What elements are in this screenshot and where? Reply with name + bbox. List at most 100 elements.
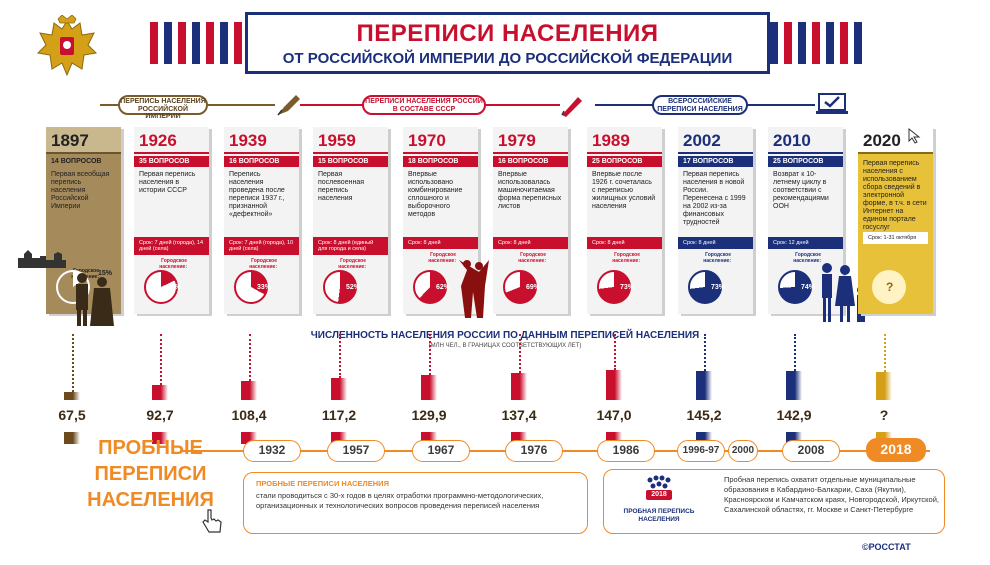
census-description: Первая перепись населения с использовани… bbox=[863, 160, 927, 231]
census-description: Первая перепись населения в истории СССР bbox=[139, 171, 196, 194]
urban-pie-value: 73% bbox=[711, 284, 726, 291]
trial-year-2008: 2008 bbox=[782, 440, 840, 462]
census-year: 1979 bbox=[493, 127, 568, 154]
census-year: 2020 bbox=[858, 127, 933, 154]
urban-pie-value: 18% bbox=[167, 284, 182, 291]
trial-year-1986: 1986 bbox=[597, 440, 655, 462]
urban-pie bbox=[872, 270, 906, 304]
urban-pie bbox=[323, 270, 357, 304]
urban-pie bbox=[503, 270, 537, 304]
header-stripe-left bbox=[150, 22, 245, 64]
era-label-russia: ВСЕРОССИЙСКИЕ ПЕРЕПИСИ НАСЕЛЕНИЯ bbox=[652, 95, 748, 115]
trial-year-1957: 1957 bbox=[327, 440, 385, 462]
urban-label: Городское население: bbox=[703, 252, 731, 264]
page-title: ПЕРЕПИСИ НАСЕЛЕНИЯ bbox=[356, 20, 659, 47]
population-bar bbox=[331, 378, 347, 400]
urban-pie-value: 74% bbox=[801, 284, 816, 291]
trial-year-1976: 1976 bbox=[505, 440, 563, 462]
old-town-icon bbox=[18, 250, 66, 268]
census-description: Первая перепись населения в новой России… bbox=[683, 171, 746, 226]
census-year: 1939 bbox=[224, 127, 299, 154]
trial-logo-caption: ПРОБНАЯ ПЕРЕПИСЬ НАСЕЛЕНИЯ bbox=[623, 508, 695, 523]
population-bar-stem bbox=[72, 334, 74, 392]
trial-panel-text: стали проводиться с 30-х годов в целях о… bbox=[256, 491, 544, 510]
population-bar bbox=[64, 392, 80, 400]
coat-of-arms-icon bbox=[36, 15, 98, 77]
census-description: Впервые использовано комбинирование спло… bbox=[408, 171, 463, 218]
population-bar-stem bbox=[339, 334, 341, 379]
census-year: 2002 bbox=[678, 127, 753, 154]
population-bar-stem bbox=[614, 334, 616, 371]
trial-2018-text: Пробная перепись охватит отдельные муниц… bbox=[724, 475, 939, 514]
census-description: Первая послевоенная перепись населения bbox=[318, 171, 365, 202]
census-card-2002: 2002 17 ВОПРОСОВ Первая перепись населен… bbox=[678, 127, 753, 314]
census-questions: 25 ВОПРОСОВ bbox=[587, 156, 662, 167]
urban-label: Городское население: bbox=[612, 252, 640, 264]
urban-pie bbox=[234, 270, 268, 304]
population-value-label: 142,9 bbox=[776, 407, 812, 423]
urban-pie-value: 62% bbox=[436, 284, 451, 291]
population-bar bbox=[421, 374, 437, 400]
header-title-box: ПЕРЕПИСИ НАСЕЛЕНИЯ ОТ РОССИЙСКОЙ ИМПЕРИИ… bbox=[245, 12, 770, 74]
census-description: Возврат к 10-летнему циклу в соответстви… bbox=[773, 171, 829, 210]
census-description: Впервые после 1926 г. сочеталась с переп… bbox=[592, 171, 656, 210]
census-term: Срок: 8 дней bbox=[493, 237, 568, 249]
urban-pie-value: 33% bbox=[257, 284, 272, 291]
census-description: Перепись населения проведена после переп… bbox=[229, 171, 285, 218]
population-bar bbox=[511, 372, 527, 400]
worker-statue-icon bbox=[459, 260, 489, 318]
urban-label: Городское население: bbox=[793, 252, 821, 264]
census-term: Срок: 8 дней bbox=[403, 237, 478, 249]
era-label-empire: ПЕРЕПИСЬ НАСЕЛЕНИЯ РОССИЙСКОЙ ИМПЕРИИ bbox=[118, 95, 208, 120]
population-value-label: 137,4 bbox=[501, 407, 537, 423]
population-value-label: 117,2 bbox=[321, 407, 357, 423]
census-card-1979: 1979 16 ВОПРОСОВ Впервые использовалась … bbox=[493, 127, 568, 314]
urban-pie bbox=[144, 270, 178, 304]
urban-label: Городское население: bbox=[338, 258, 366, 270]
census-year: 1897 bbox=[46, 127, 121, 154]
urban-pie-value: 52% bbox=[346, 284, 361, 291]
census-term: Срок: 8 дней bbox=[678, 237, 753, 249]
census-questions: 15 ВОПРОСОВ bbox=[313, 156, 388, 167]
census-card-2020: 2020 Первая перепись населения с использ… bbox=[858, 127, 933, 314]
census-year: 1959 bbox=[313, 127, 388, 154]
census-year: 2010 bbox=[768, 127, 843, 154]
population-value-label: 145,2 bbox=[686, 407, 722, 423]
census-term: Срок: 7 дней (города), 10 дней (села) bbox=[224, 237, 299, 255]
population-bar bbox=[876, 372, 892, 400]
trial-heading-line2: ПЕРЕПИСИ bbox=[94, 463, 207, 485]
population-bar-stem bbox=[249, 334, 251, 381]
header-stripe-right bbox=[770, 22, 865, 64]
urban-label: Городское население: bbox=[249, 258, 277, 270]
urban-pie-value: 15% bbox=[98, 270, 113, 277]
census-term: Срок: 8 дней (единый для города и села) bbox=[313, 237, 388, 255]
census-questions: 16 ВОПРОСОВ bbox=[224, 156, 299, 167]
urban-pie bbox=[597, 270, 631, 304]
population-bar-base bbox=[152, 432, 168, 444]
urban-pie-value: 69% bbox=[526, 284, 541, 291]
pen-icon bbox=[561, 97, 582, 117]
population-bar bbox=[241, 380, 257, 400]
census-questions: 35 ВОПРОСОВ bbox=[134, 156, 209, 167]
census-questions: 17 ВОПРОСОВ bbox=[678, 156, 753, 167]
trial-2018-panel: 2018 ПРОБНАЯ ПЕРЕПИСЬ НАСЕЛЕНИЯ Пробная … bbox=[603, 469, 945, 534]
trial-census-logo-icon bbox=[646, 475, 672, 500]
hand-pointer-icon bbox=[202, 509, 222, 533]
census-card-1959: 1959 15 ВОПРОСОВ Первая послевоенная пер… bbox=[313, 127, 388, 314]
trial-panel-title: ПРОБНЫЕ ПЕРЕПИСИ НАСЕЛЕНИЯ bbox=[256, 479, 389, 488]
population-bar-stem bbox=[704, 334, 706, 371]
source-label: ©РОССТАТ bbox=[862, 542, 911, 552]
trial-year-2000: 2000 bbox=[728, 440, 758, 462]
population-bar bbox=[696, 370, 712, 400]
population-chart-subtitle: (МЛН ЧЕЛ., В ГРАНИЦАХ СООТВЕТСТВУЮЩИХ ЛЕ… bbox=[428, 343, 582, 349]
census-description: Первая всеобщая перепись населения Росси… bbox=[51, 171, 110, 210]
census-card-1926: 1926 35 ВОПРОСОВ Первая перепись населен… bbox=[134, 127, 209, 314]
trial-heading-line3: НАСЕЛЕНИЯ bbox=[87, 489, 214, 511]
urban-label: Городское население: bbox=[518, 252, 546, 264]
population-bar bbox=[786, 371, 802, 400]
census-term: Срок: 1-31 октября bbox=[863, 232, 928, 244]
census-card-1989: 1989 25 ВОПРОСОВ Впервые после 1926 г. с… bbox=[587, 127, 662, 314]
population-bar bbox=[152, 385, 168, 400]
population-bar-stem bbox=[429, 334, 431, 375]
urban-pie bbox=[413, 270, 447, 304]
